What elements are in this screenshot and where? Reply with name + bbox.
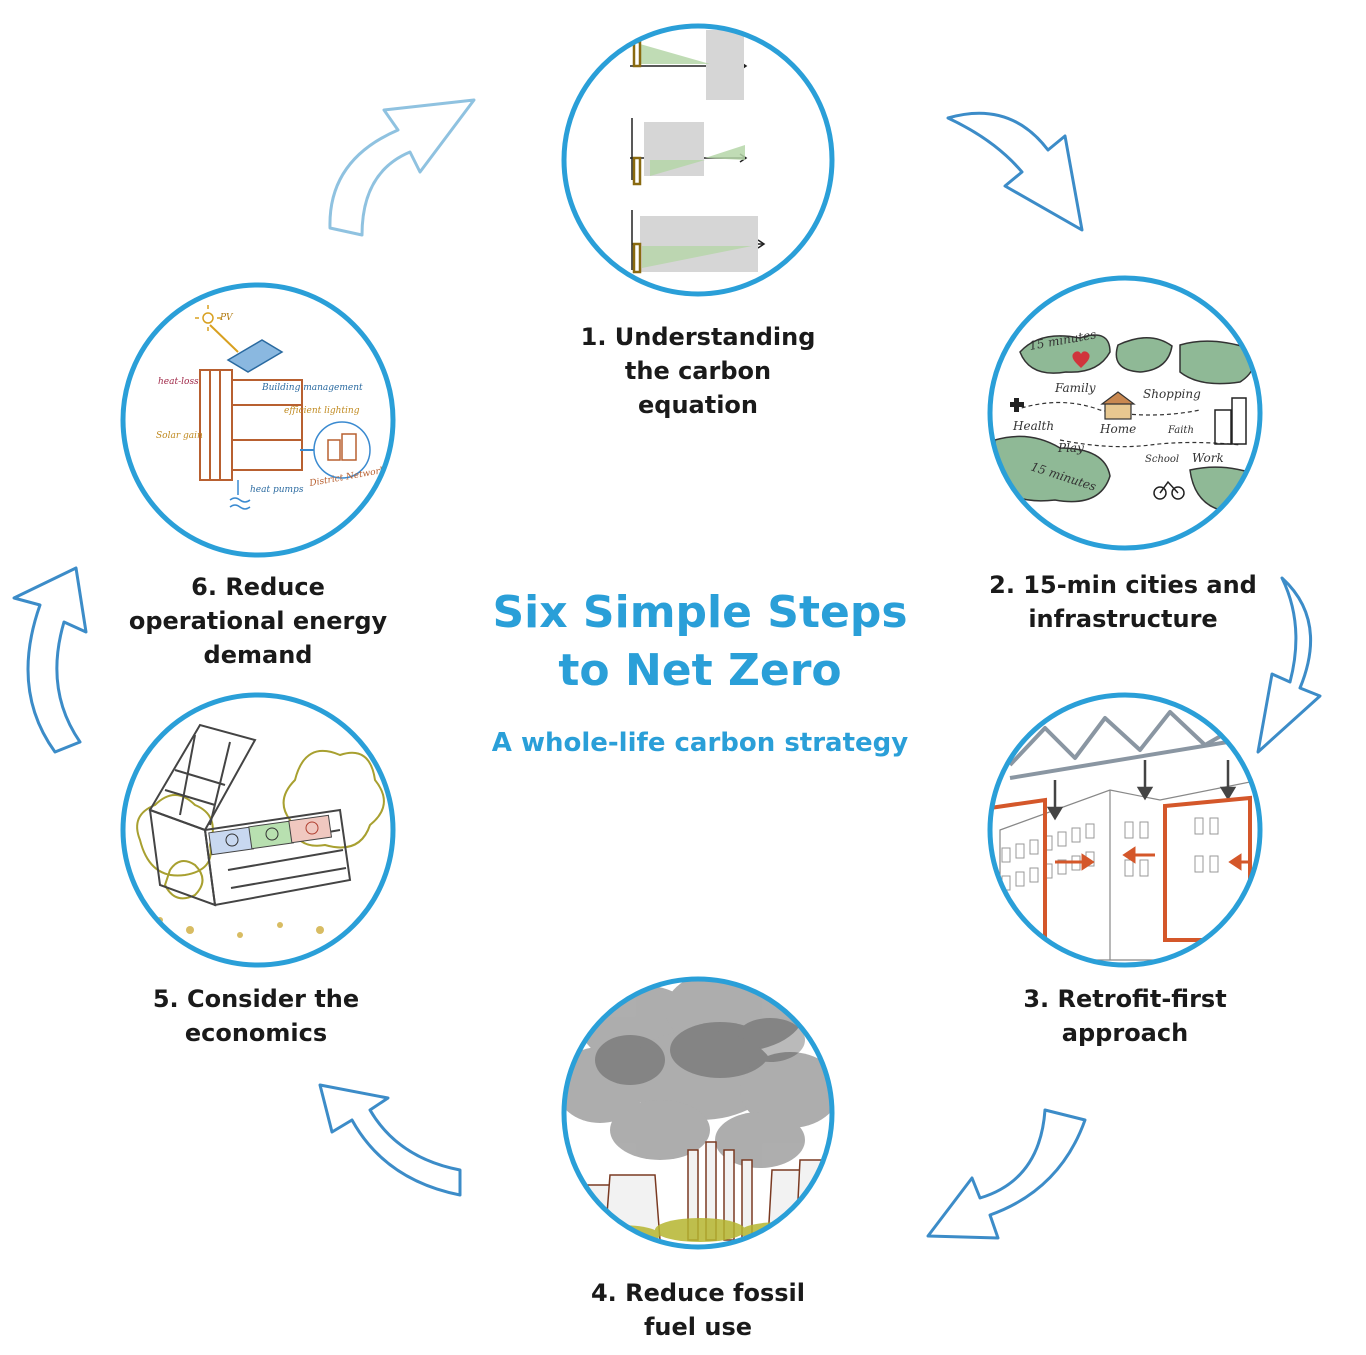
energy-label-building-management: Building management bbox=[261, 383, 363, 393]
step-5-label: 5. Consider the economics bbox=[120, 982, 392, 1050]
step-6-label-line: operational energy bbox=[128, 607, 388, 635]
arrow-5-to-6 bbox=[12, 566, 88, 754]
step-1-label-line: equation bbox=[637, 391, 758, 419]
cities-label-home: Home bbox=[1099, 422, 1136, 436]
step-5-label-line: 5. Consider the bbox=[152, 985, 360, 1013]
step-1-label: 1. Understanding the carbon equation bbox=[548, 320, 848, 422]
heart-icon bbox=[1072, 351, 1090, 368]
diagram-title: Six Simple Steps to Net Zero bbox=[430, 584, 970, 700]
step-4-label-line: fuel use bbox=[643, 1313, 753, 1341]
arrow-1-to-2 bbox=[946, 111, 1084, 232]
step-6-label-line: 6. Reduce bbox=[191, 573, 325, 601]
solar-panel bbox=[226, 339, 284, 373]
cities-label-faith: Faith bbox=[1167, 425, 1194, 436]
step-3-label-line: 3. Retrofit-first bbox=[1023, 985, 1227, 1013]
step-6-illustration: PV heat-loss Building management efficie… bbox=[123, 285, 393, 555]
step-2-ring bbox=[987, 275, 1263, 551]
step-3-label: 3. Retrofit-first approach bbox=[985, 982, 1265, 1050]
cities-label-health: Health bbox=[1012, 419, 1054, 433]
step-4-label: 4. Reduce fossil fuel use bbox=[560, 1276, 836, 1344]
cities-label-shopping: Shopping bbox=[1143, 387, 1201, 401]
home-icon bbox=[1100, 391, 1136, 420]
step-3-ring bbox=[987, 692, 1263, 968]
sun-icon bbox=[195, 305, 221, 331]
step-5-ring bbox=[120, 692, 396, 968]
cities-label-school: School bbox=[1145, 454, 1179, 465]
arrow-2-to-3 bbox=[1256, 576, 1322, 754]
step-3-illustration bbox=[990, 695, 1260, 965]
step-2-illustration: 15 minutes Family Shopping Health Home F… bbox=[990, 278, 1260, 548]
office-tower-icon bbox=[1214, 397, 1247, 445]
title-line-2: to Net Zero bbox=[558, 645, 842, 696]
step-3-label-line: approach bbox=[1061, 1019, 1189, 1047]
step-2-label-line: 2. 15-min cities and bbox=[989, 571, 1257, 599]
step-1-label-line: 1. Understanding bbox=[580, 323, 816, 351]
title-line-1: Six Simple Steps bbox=[492, 587, 908, 638]
energy-label-efficient-lighting: efficient lighting bbox=[284, 406, 360, 416]
step-2-label: 2. 15-min cities and infrastructure bbox=[968, 568, 1278, 636]
step-1-label-line: the carbon bbox=[624, 357, 772, 385]
cities-label-family: Family bbox=[1054, 381, 1096, 395]
step-4-label-line: 4. Reduce fossil bbox=[590, 1279, 805, 1307]
step-1-ring bbox=[561, 23, 835, 297]
step-4-ring bbox=[561, 976, 835, 1250]
health-cross-icon bbox=[1010, 398, 1024, 412]
step-6-ring bbox=[120, 282, 396, 558]
bicycle-icon bbox=[1153, 480, 1185, 500]
step-5-label-line: economics bbox=[184, 1019, 328, 1047]
step-6-label-line: demand bbox=[203, 641, 313, 669]
arrow-4-to-5 bbox=[318, 1083, 462, 1197]
step-5-illustration bbox=[123, 695, 393, 965]
energy-label-solar-gain: Solar gain bbox=[156, 431, 203, 441]
cities-label-work: Work bbox=[1192, 451, 1224, 465]
step-1-illustration bbox=[564, 26, 832, 294]
arrow-3-to-4 bbox=[926, 1108, 1087, 1240]
energy-label-pv: PV bbox=[219, 313, 234, 323]
step-6-label: 6. Reduce operational energy demand bbox=[108, 570, 408, 672]
diagram-subtitle: A whole-life carbon strategy bbox=[491, 728, 909, 758]
step-2-label-line: infrastructure bbox=[1028, 605, 1218, 633]
energy-label-heat-pumps: heat pumps bbox=[250, 485, 304, 495]
energy-label-heat-loss: heat-loss bbox=[158, 377, 199, 387]
cities-label-play: Play bbox=[1057, 441, 1084, 455]
arrow-6-to-1 bbox=[328, 98, 476, 237]
cycle-arrows bbox=[12, 98, 1322, 1240]
